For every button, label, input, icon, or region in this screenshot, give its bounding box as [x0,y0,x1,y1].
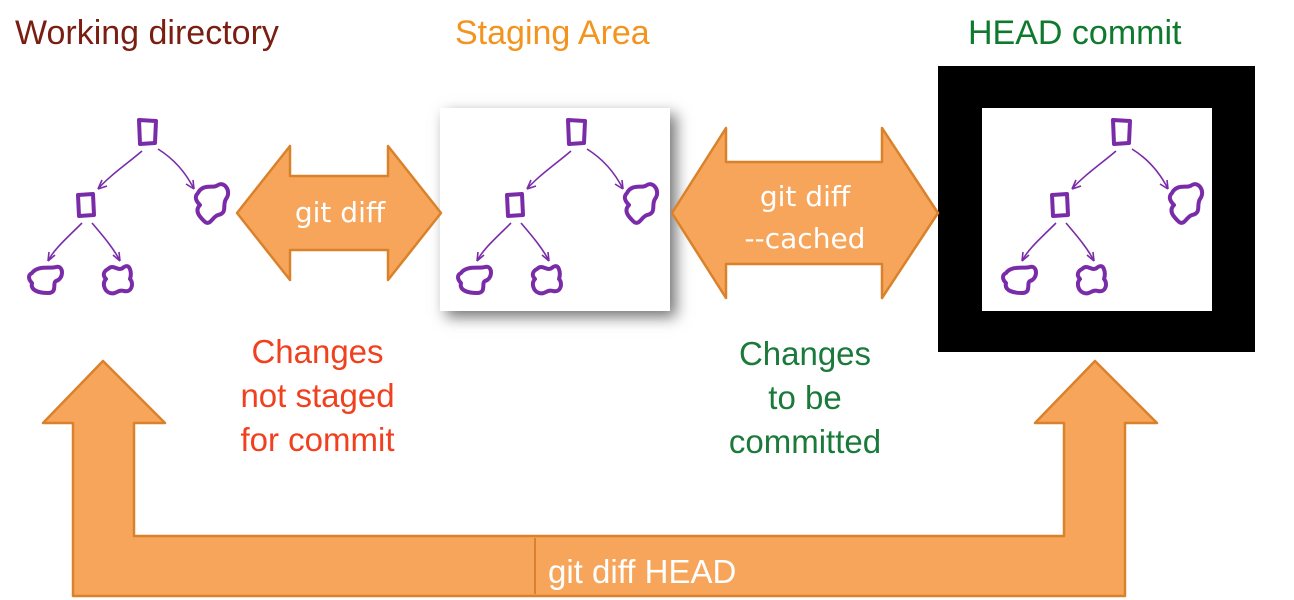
head-commit-panel [982,108,1212,311]
staging-area-panel [440,108,670,311]
staged-note-line2: to be [768,379,842,416]
staged-note-line1: Changes [738,335,872,372]
head-commit-tree-icon [1001,118,1205,296]
git-diff-head-label: git diff HEAD [548,553,737,590]
head-commit-title: HEAD commit [968,14,1182,52]
unstaged-note-line1: Changes [251,333,384,370]
git-diff-cached-label-line2: --cached [744,222,866,255]
staged-note-line3: committed [728,423,882,460]
staging-area-title: Staging Area [455,14,650,52]
changes-to-be-committed-note: Changes to be committed [690,332,920,464]
working-directory-tree-icon [27,118,231,296]
working-directory-title: Working directory [15,14,279,52]
git-diff-label: git diff [294,196,386,229]
unstaged-note-line2: not staged [240,377,395,414]
unstaged-note-line3: for commit [240,421,395,458]
staging-area-tree-icon [456,118,660,296]
git-diff-cached-arrow [670,126,940,300]
git-diff-arrow [235,144,443,282]
git-diff-cached-label-line1: git diff [759,180,851,213]
git-diff-head-arrow [41,359,1159,598]
changes-not-staged-note: Changes not staged for commit [205,330,430,462]
